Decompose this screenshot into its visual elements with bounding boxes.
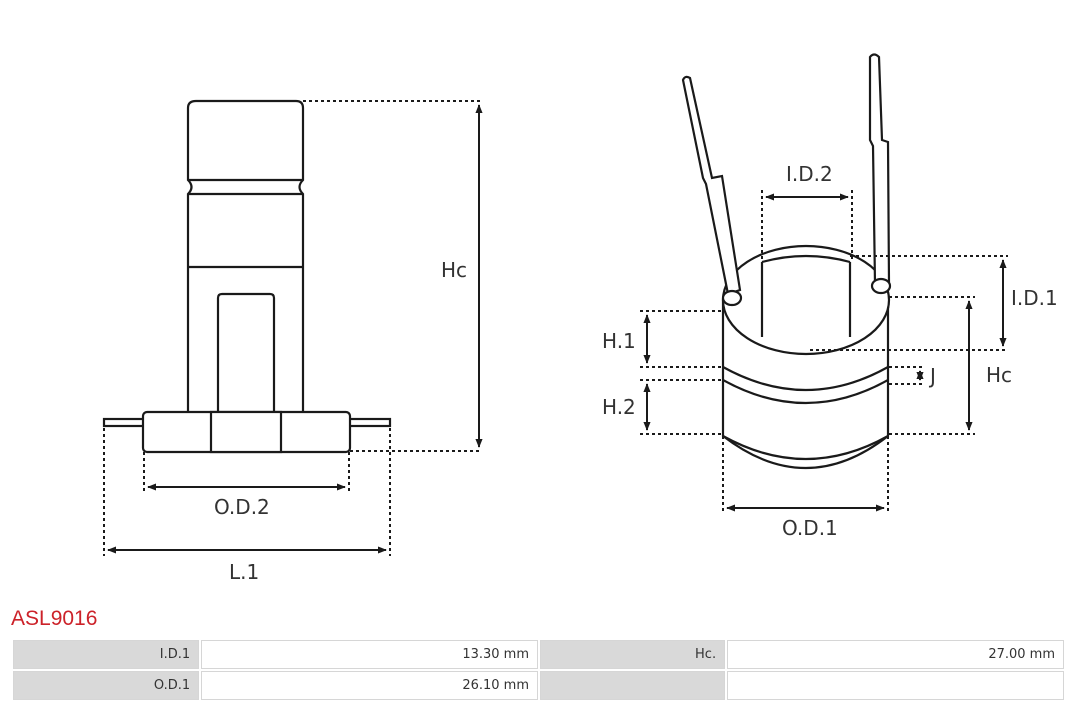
table-row: I.D.1 13.30 mm Hc. 27.00 mm bbox=[13, 640, 1064, 669]
left-pin bbox=[102, 417, 148, 428]
technical-drawing: Hc O.D.2 L.1 I.D.2 bbox=[102, 53, 1058, 584]
inner-bore bbox=[760, 254, 852, 337]
spec-table: I.D.1 13.30 mm Hc. 27.00 mm O.D.1 26.10 … bbox=[11, 638, 1066, 702]
product-code: ASL9016 bbox=[11, 607, 98, 630]
spec-value: 26.10 mm bbox=[201, 671, 539, 700]
side-view: Hc O.D.2 L.1 bbox=[102, 99, 483, 584]
table-row: O.D.1 26.10 mm bbox=[13, 671, 1064, 700]
l1-label: L.1 bbox=[229, 560, 259, 584]
iso-view: I.D.2 I.D.1 Hc J H.1 H.2 O.D.1 bbox=[602, 53, 1058, 540]
ring-band-top bbox=[722, 366, 889, 392]
j-label: J bbox=[928, 364, 936, 388]
od2-label: O.D.2 bbox=[214, 495, 270, 519]
top-opening bbox=[721, 244, 891, 356]
id2-label: I.D.2 bbox=[786, 162, 833, 186]
od1-label: O.D.1 bbox=[782, 516, 838, 540]
spec-key: Hc. bbox=[540, 640, 726, 669]
spec-value: 13.30 mm bbox=[201, 640, 539, 669]
lead-wire-right bbox=[868, 53, 891, 286]
lead-wire-left bbox=[681, 75, 742, 296]
hc-right-label: Hc bbox=[986, 363, 1012, 387]
spec-key: I.D.1 bbox=[13, 640, 200, 669]
spec-key: O.D.1 bbox=[13, 671, 200, 700]
h1-label: H.1 bbox=[602, 329, 636, 353]
hc-label: Hc bbox=[441, 258, 467, 282]
id1-label: I.D.1 bbox=[1011, 286, 1058, 310]
spec-value bbox=[727, 671, 1064, 700]
lead-end-right bbox=[870, 277, 892, 295]
ring-band-bottom bbox=[722, 379, 889, 405]
lead-end-left bbox=[721, 289, 743, 307]
h2-label: H.2 bbox=[602, 395, 636, 419]
spec-value: 27.00 mm bbox=[727, 640, 1064, 669]
shaft-body bbox=[186, 99, 305, 416]
base-center-block bbox=[209, 410, 283, 454]
right-pin bbox=[346, 417, 392, 428]
ring-band-lower bbox=[722, 435, 889, 461]
spec-key bbox=[540, 671, 726, 700]
shaft-slot bbox=[216, 292, 276, 414]
